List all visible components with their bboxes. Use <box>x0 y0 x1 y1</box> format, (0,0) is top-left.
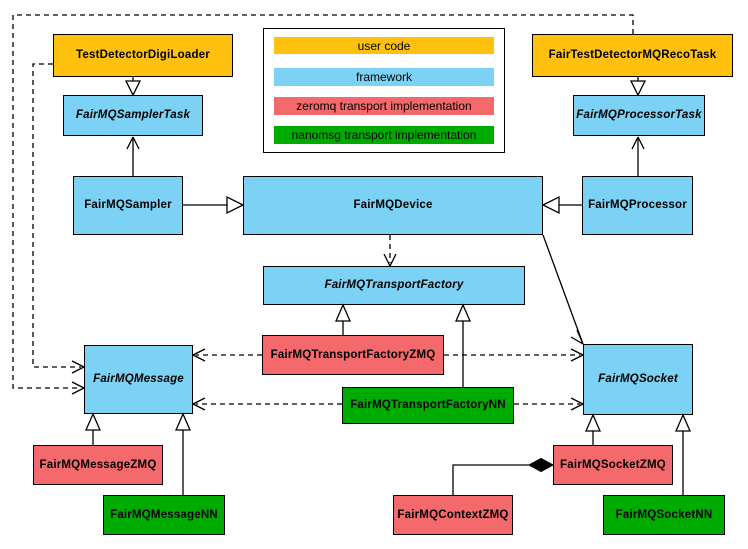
node-fairmq-transport-factory-zmq: FairMQTransportFactoryZMQ <box>262 335 444 375</box>
node-fairmq-transport-factory: FairMQTransportFactory <box>263 266 525 305</box>
node-fairmq-socket: FairMQSocket <box>583 344 693 415</box>
node-fairmq-sampler: FairMQSampler <box>73 176 183 235</box>
association-arrows <box>126 136 645 345</box>
node-test-detector-digi-loader: TestDetectorDigiLoader <box>53 34 233 77</box>
legend-item-framework: framework <box>274 68 494 86</box>
node-fairmq-socket-zmq: FairMQSocketZMQ <box>553 445 673 485</box>
node-fairmq-socket-nn: FairMQSocketNN <box>603 495 725 535</box>
node-fairmq-sampler-task: FairMQSamplerTask <box>63 95 203 136</box>
legend-item-user-code: user code <box>274 37 494 54</box>
node-fairmq-processor: FairMQProcessor <box>582 176 693 235</box>
composition-diamond-icon <box>527 457 555 473</box>
node-fairmq-context-zmq: FairMQContextZMQ <box>393 495 513 535</box>
legend-item-nanomsg: nanomsg transport implementation <box>274 126 494 144</box>
legend-item-zeromq: zeromq transport implementation <box>274 97 494 115</box>
legend: user code framework zeromq transport imp… <box>263 28 505 153</box>
node-fairmq-transport-factory-nn: FairMQTransportFactoryNN <box>342 387 514 424</box>
node-fairmq-message-nn: FairMQMessageNN <box>103 495 225 535</box>
node-fairmq-message-zmq: FairMQMessageZMQ <box>33 445 163 485</box>
node-fairmq-processor-task: FairMQProcessorTask <box>573 95 705 136</box>
node-fair-test-detector-mq-reco-task: FairTestDetectorMQRecoTask <box>532 34 733 77</box>
node-fairmq-message: FairMQMessage <box>84 345 193 414</box>
node-fairmq-device: FairMQDevice <box>243 176 543 235</box>
